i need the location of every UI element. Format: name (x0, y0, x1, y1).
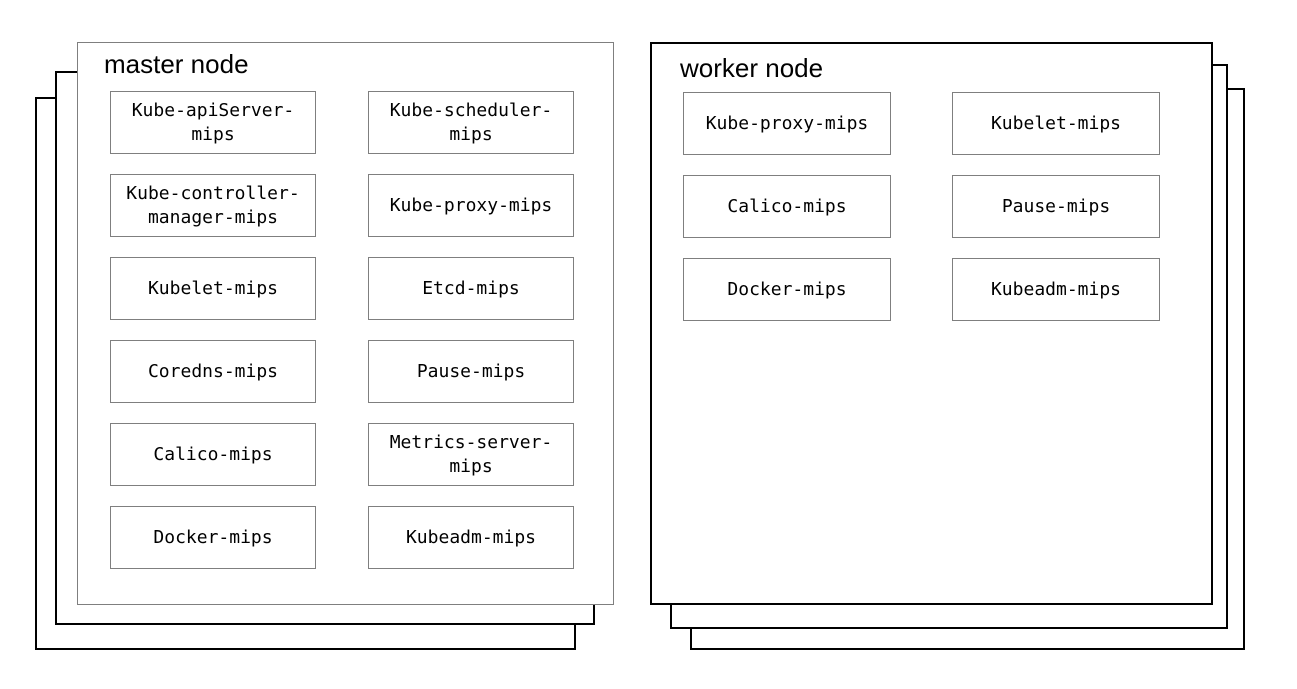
master-column-left: Kube-apiServer- mips Kube-controller- ma… (110, 91, 316, 569)
component-label: Kubeadm-mips (405, 526, 537, 548)
component-pause-master: Pause-mips (368, 340, 574, 403)
component-label: Coredns-mips (147, 360, 279, 382)
component-label: Kube-controller- manager-mips (126, 182, 300, 228)
component-label: Kubeadm-mips (990, 278, 1122, 300)
component-docker-worker: Docker-mips (683, 258, 891, 321)
worker-node-box: worker node Kube-proxy-mips Calico-mips … (650, 42, 1213, 605)
component-coredns: Coredns-mips (110, 340, 316, 403)
component-kubeadm-master: Kubeadm-mips (368, 506, 574, 569)
worker-column-right: Kubelet-mips Pause-mips Kubeadm-mips (952, 92, 1160, 321)
master-column-right: Kube-scheduler- mips Kube-proxy-mips Etc… (368, 91, 574, 569)
component-label: Calico-mips (153, 443, 273, 465)
component-kube-proxy-worker: Kube-proxy-mips (683, 92, 891, 155)
component-label: Kube-proxy-mips (705, 112, 869, 134)
component-label: Pause-mips (416, 360, 526, 382)
component-etcd: Etcd-mips (368, 257, 574, 320)
worker-column-left: Kube-proxy-mips Calico-mips Docker-mips (683, 92, 891, 321)
component-metrics-server: Metrics-server- mips (368, 423, 574, 486)
component-pause-worker: Pause-mips (952, 175, 1160, 238)
component-docker-master: Docker-mips (110, 506, 316, 569)
component-label: Docker-mips (153, 526, 273, 548)
component-calico-master: Calico-mips (110, 423, 316, 486)
worker-node-title: worker node (680, 53, 824, 83)
component-label: Kube-scheduler- mips (389, 99, 553, 145)
component-label: Kube-proxy-mips (389, 194, 553, 216)
component-label: Kubelet-mips (990, 112, 1122, 134)
component-kubelet-master: Kubelet-mips (110, 257, 316, 320)
master-node-box: master node Kube-apiServer- mips Kube-co… (77, 42, 614, 605)
component-kubeadm-worker: Kubeadm-mips (952, 258, 1160, 321)
component-kube-scheduler: Kube-scheduler- mips (368, 91, 574, 154)
component-kube-proxy-master: Kube-proxy-mips (368, 174, 574, 237)
component-label: Etcd-mips (422, 277, 520, 299)
component-label: Calico-mips (727, 195, 847, 217)
component-kube-apiserver: Kube-apiServer- mips (110, 91, 316, 154)
component-kube-controller-manager: Kube-controller- manager-mips (110, 174, 316, 237)
component-label: Metrics-server- mips (389, 431, 553, 477)
component-label: Pause-mips (1001, 195, 1111, 217)
component-kubelet-worker: Kubelet-mips (952, 92, 1160, 155)
component-label: Kube-apiServer- mips (131, 99, 295, 145)
component-label: Docker-mips (727, 278, 847, 300)
component-calico-worker: Calico-mips (683, 175, 891, 238)
master-node-title: master node (104, 49, 249, 79)
component-label: Kubelet-mips (147, 277, 279, 299)
